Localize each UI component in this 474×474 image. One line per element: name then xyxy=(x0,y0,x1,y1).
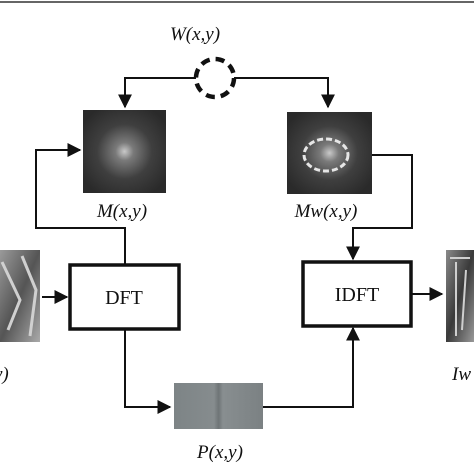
output-image xyxy=(446,250,474,342)
idft-block xyxy=(301,260,413,328)
embedded-watermark-ring xyxy=(302,137,350,173)
phase-image xyxy=(174,383,263,429)
input-image xyxy=(0,250,40,342)
input-image-label: y) xyxy=(0,364,9,385)
magnitude-label: M(x,y) xyxy=(96,201,147,222)
dft-to-magnitude-arrow xyxy=(35,143,126,265)
idft-block-label: IDFT xyxy=(335,284,379,306)
watermarked-to-idft-arrow xyxy=(346,154,413,261)
phase-label: P(x,y) xyxy=(196,442,243,463)
output-image-label: Iw xyxy=(451,364,471,385)
magnitude-spectrum-image xyxy=(83,110,166,193)
dft-to-phase-arrow xyxy=(124,329,172,414)
phase-to-idft-arrow xyxy=(263,326,360,408)
output-image-detail xyxy=(450,257,470,336)
input-image-detail xyxy=(0,255,38,337)
dft-block xyxy=(68,263,181,331)
dft-block-label: DFT xyxy=(105,287,143,309)
watermark-label: W(x,y) xyxy=(170,24,220,45)
watermarked-spectrum-image xyxy=(287,112,372,194)
watermark-to-magnitude-arrow xyxy=(118,77,196,109)
watermark-node xyxy=(193,56,237,100)
watermark-to-watermarked-arrow xyxy=(234,77,335,109)
watermarked-magnitude-label: Mw(x,y) xyxy=(294,201,358,222)
